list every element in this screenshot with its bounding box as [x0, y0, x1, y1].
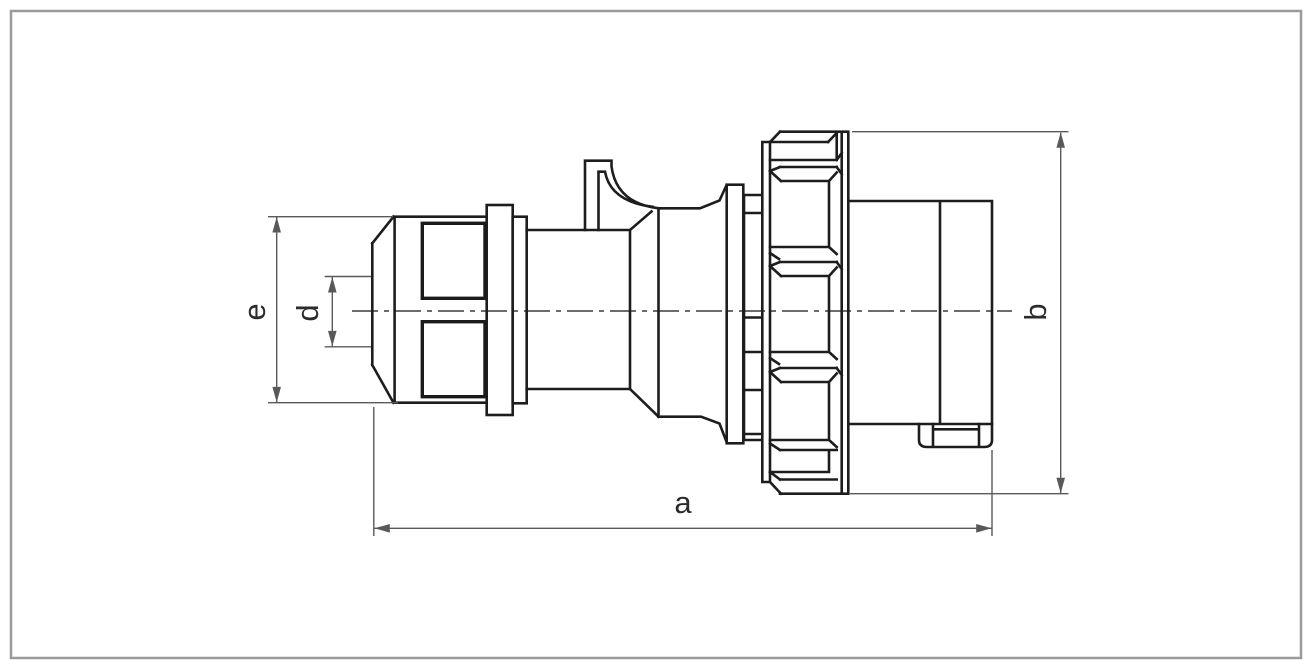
dimension-label-e: e — [237, 303, 272, 320]
release-latch — [583, 159, 661, 232]
arrow-b-top — [1056, 132, 1065, 148]
arrow-b-bottom — [1056, 477, 1065, 494]
dimension-e: e — [237, 216, 398, 404]
arrow-e-bottom — [272, 386, 281, 403]
cable-gland — [370, 214, 488, 405]
grip-sleeve — [657, 183, 729, 444]
contact-housing — [847, 199, 994, 426]
dimension-label-b: b — [1018, 303, 1053, 320]
gland-collar — [485, 203, 515, 417]
plug-body — [525, 228, 632, 391]
gland-step-ring — [511, 215, 529, 405]
locking-ring-ribs — [768, 129, 844, 496]
arrow-a-left — [374, 524, 390, 533]
body-cone — [628, 207, 661, 419]
arrow-e-top — [272, 217, 281, 233]
locking-ring-back — [761, 140, 772, 484]
grip-rings — [742, 193, 764, 442]
plug-outline — [370, 129, 994, 496]
locking-ring-rim — [778, 130, 850, 495]
gland-window-top — [420, 221, 487, 301]
housing-keyway — [917, 422, 994, 449]
dimension-d: d — [290, 275, 371, 348]
arrow-d-top — [328, 277, 337, 293]
drawing-border-frame — [9, 9, 1303, 660]
dimension-b: b — [850, 131, 1069, 495]
rear-collar — [725, 183, 745, 445]
gland-window-bottom — [420, 320, 487, 399]
dimension-a: a — [373, 407, 993, 536]
dimension-label-a: a — [674, 485, 692, 520]
dimension-label-d: d — [290, 304, 325, 321]
arrow-d-bottom — [328, 330, 337, 347]
arrow-a-right — [976, 524, 992, 533]
